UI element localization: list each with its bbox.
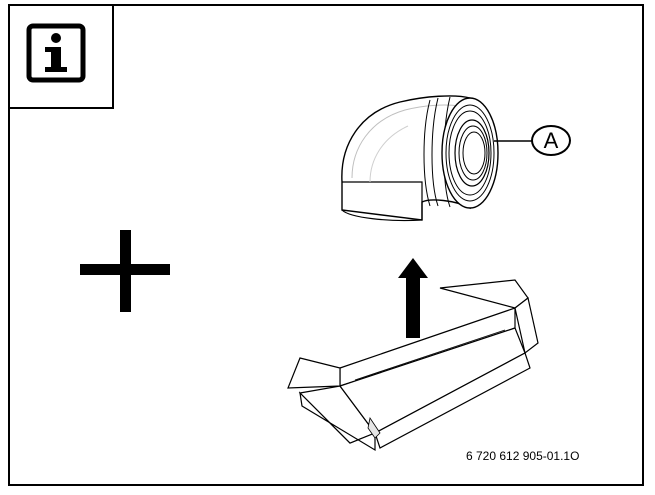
callout-leader-line	[494, 140, 532, 142]
info-icon	[26, 23, 86, 83]
packaging-box	[287, 258, 539, 452]
elbow-pipe	[341, 95, 499, 222]
callout-label: A	[531, 125, 571, 156]
plus-icon	[80, 230, 170, 312]
figure-reference-number: 6 720 612 905-01.1O	[466, 449, 580, 463]
info-box	[10, 6, 114, 109]
up-arrow-icon	[398, 258, 428, 338]
diagram-frame: A 6 720 612 905-01.1O	[8, 4, 644, 486]
